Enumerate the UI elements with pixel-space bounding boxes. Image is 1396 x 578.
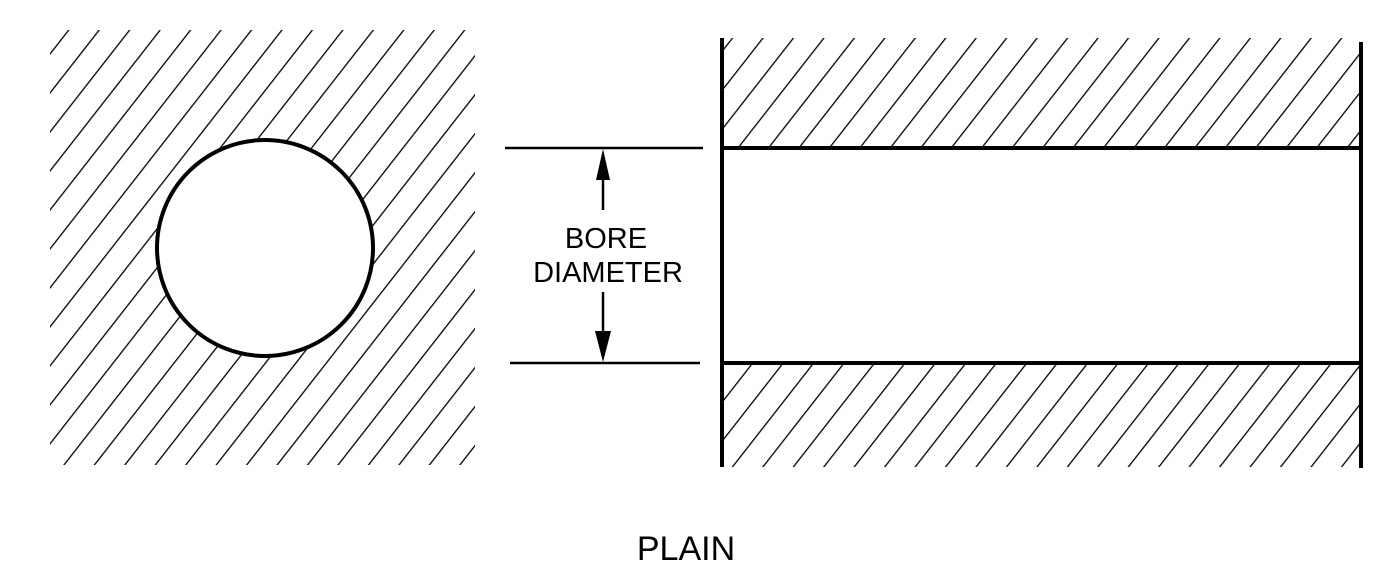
bore-dimension: BORE DIAMETER (505, 146, 703, 365)
arrow-down-icon (595, 331, 611, 362)
diagram-caption: PLAIN (637, 530, 735, 568)
bore-circle (155, 138, 375, 358)
bottom-wall-hatched-section (722, 363, 1361, 467)
dimension-label-line2: DIAMETER (533, 257, 683, 289)
arrow-up-icon (596, 149, 610, 180)
side-view (720, 38, 1363, 468)
dimension-label-line1: BORE (565, 223, 647, 255)
top-wall-hatched-section (722, 38, 1361, 148)
end-view (50, 30, 475, 465)
bore-channel (720, 146, 1363, 365)
